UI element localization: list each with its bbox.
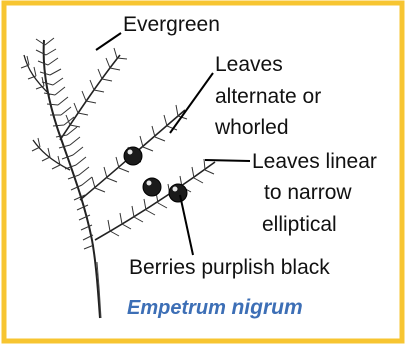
caption-genus: Empetrum <box>127 297 226 319</box>
berry-1-highlight <box>128 150 133 155</box>
berry-3-highlight <box>173 187 178 192</box>
label-evergreen: Evergreen <box>123 12 220 38</box>
label-berries: Berries purplish black <box>129 255 330 281</box>
label-leaves-linear-line3: elliptical <box>262 212 337 238</box>
berry-1 <box>124 147 142 165</box>
caption-species: nigrum <box>231 296 302 319</box>
label-leaves-linear-line2: to narrow <box>264 180 352 206</box>
label-leaves-linear-line1: Leaves linear <box>252 149 377 175</box>
label-leaves-alternate-line2: alternate or <box>215 84 321 110</box>
berry-2-highlight <box>147 181 152 186</box>
species-caption: Empetrum nigrum <box>127 296 303 320</box>
label-leaves-alternate-line3: whorled <box>215 115 289 141</box>
leaves-linear-leader <box>205 160 250 161</box>
berry-2 <box>143 178 161 196</box>
berry-3 <box>169 184 187 202</box>
label-leaves-alternate-line1: Leaves <box>215 52 283 78</box>
